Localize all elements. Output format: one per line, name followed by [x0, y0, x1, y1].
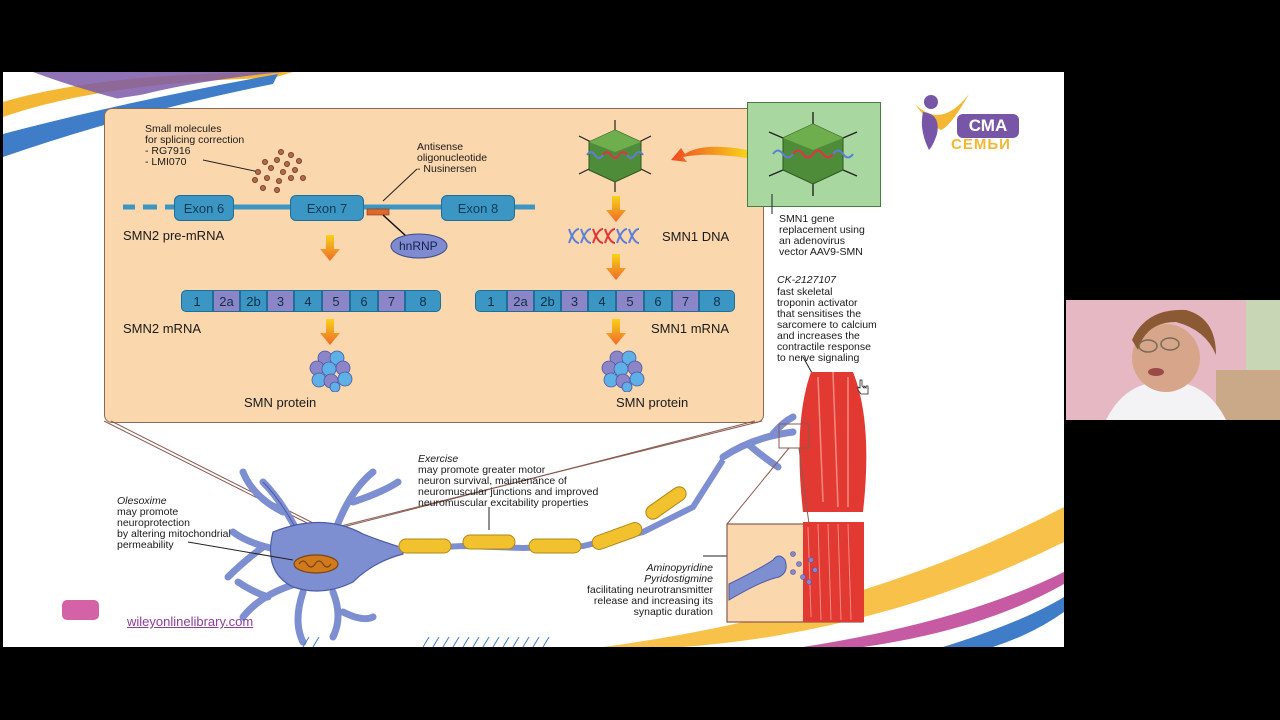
mrna-segment: 2b — [534, 290, 561, 312]
mrna-segment: 1 — [181, 290, 213, 312]
smn2-mrna-strip: 1 2a 2b 3 4 5 6 7 8 — [181, 290, 441, 312]
smn-protein-icon-left — [309, 350, 353, 392]
logo-figure-icon — [915, 94, 969, 150]
small-molecule-rg7916: - RG7916 — [145, 145, 191, 157]
antisense-title: Antisense oligonucleotide — [417, 141, 488, 164]
logo-cma: СМА — [957, 114, 1019, 138]
logo-semi: СЕМЬИ — [951, 136, 1011, 153]
mrna-segment: 2a — [507, 290, 534, 312]
mrna-segment: 6 — [350, 290, 378, 312]
ck-2127107-name: CK-2127107 — [777, 274, 836, 286]
mrna-segment: 7 — [378, 290, 405, 312]
exercise-desc: may promote greater motor neuron surviva… — [418, 464, 599, 509]
motor-neuron-illustration — [103, 356, 867, 647]
smn-protein-label-right: SMN protein — [616, 395, 689, 410]
mrna-segment: 2b — [240, 290, 267, 312]
aav-virus-icon — [578, 120, 652, 192]
exon-7: Exon 7 — [290, 195, 364, 221]
hand-cursor-icon — [857, 379, 869, 395]
mrna-segment: 3 — [267, 290, 294, 312]
gene-replacement-pointer — [771, 194, 773, 214]
smn1-mrna-strip: 1 2a 2b 3 4 5 6 7 8 — [475, 290, 735, 312]
antisense-nusinersen: - Nusinersen — [417, 163, 477, 175]
slide-nav-button[interactable] — [62, 600, 99, 620]
smn1-dna-icon — [568, 228, 640, 244]
mrna-segment: 4 — [588, 290, 616, 312]
gene-replacement-text: SMN1 gene replacement using an adenoviru… — [779, 213, 865, 258]
mrna-segment: 6 — [644, 290, 672, 312]
smn-protein-icon-right — [601, 350, 645, 392]
aminopyridine-desc: facilitating neurotransmitter release an… — [586, 584, 713, 618]
smn1-dna-label: SMN1 DNA — [662, 229, 730, 244]
mrna-segment: 5 — [322, 290, 350, 312]
small-molecules-title: Small molecules for splicing correction — [145, 123, 245, 146]
mrna-segment: 5 — [616, 290, 644, 312]
antisense-arrow — [382, 168, 418, 202]
smn-protein-label-left: SMN protein — [244, 395, 317, 410]
exercise-name: Exercise — [418, 453, 459, 465]
aminopyridine-name: Aminopyridine Pyridostigmine — [644, 562, 713, 585]
speaker-portrait — [1066, 300, 1280, 420]
mrna-segment: 3 — [561, 290, 588, 312]
mrna-segment: 8 — [699, 290, 735, 312]
olesoxime-desc: may promote neuroprotection by altering … — [117, 506, 231, 551]
aav-virus-large-icon — [768, 112, 858, 196]
mechanism-panel — [104, 108, 764, 423]
small-molecule-lmi070: - LMI070 — [145, 156, 187, 168]
ck-2127107-desc: fast skeletal troponin activator that se… — [777, 286, 877, 364]
mrna-segment: 8 — [405, 290, 441, 312]
exon-6: Exon 6 — [174, 195, 234, 221]
flow-arrows — [320, 146, 747, 345]
decor-stripes-top-left — [3, 72, 293, 157]
mrna-segment: 7 — [672, 290, 699, 312]
mrna-segment: 1 — [475, 290, 507, 312]
smn2-mrna-label: SMN2 mRNA — [123, 321, 202, 336]
presentation-slide: СМА СЕМЬИ Small molecules for splicing c… — [3, 72, 1064, 647]
exon-8: Exon 8 — [441, 195, 515, 221]
speaker-webcam-video[interactable] — [1066, 300, 1280, 420]
smn2-pre-mrna-label: SMN2 pre-mRNA — [123, 228, 225, 243]
olesoxime-name: Olesoxime — [117, 495, 167, 507]
mrna-segment: 4 — [294, 290, 322, 312]
small-molecules-dots — [202, 149, 307, 194]
source-link[interactable]: wileyonlinelibrary.com — [127, 614, 254, 629]
hnrnp-label: hnRNP — [399, 239, 438, 253]
smn1-mrna-label: SMN1 mRNA — [651, 321, 730, 336]
mrna-segment: 2a — [213, 290, 240, 312]
